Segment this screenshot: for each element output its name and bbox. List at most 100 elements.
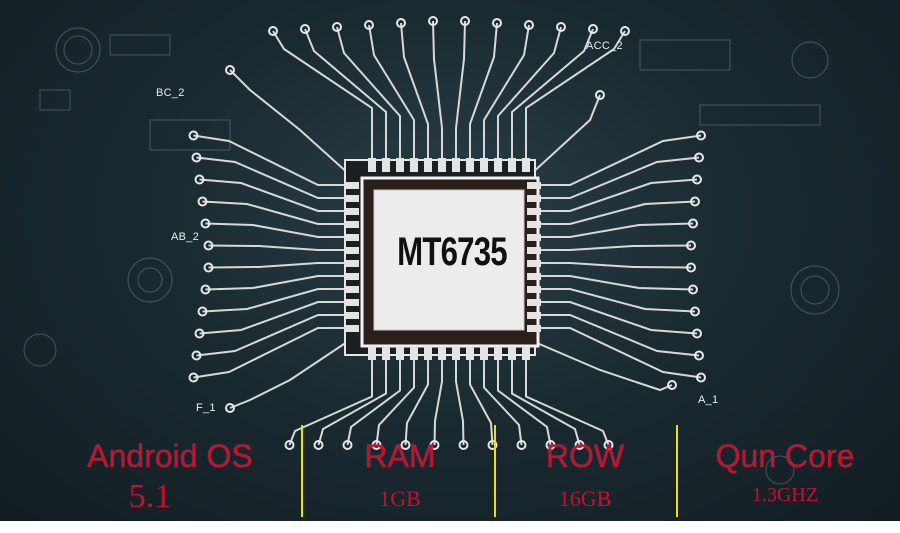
trace-pad [342,440,353,450]
divider-3 [676,425,678,517]
chip-pin [480,346,488,360]
chip-pin [345,234,359,241]
circuit-trace [541,200,696,225]
trace-pad [692,328,702,339]
trace-pad [300,24,310,34]
circuit-trace [375,360,415,446]
circuit-trace [511,360,581,446]
circuit-trace [199,301,345,335]
circuit-trace [229,69,351,176]
trace-pad [371,440,382,450]
chip-pin [382,158,390,172]
circuit-trace [483,24,530,158]
chip-pin [345,195,359,202]
trace-pad [686,240,696,251]
spec-android-title: Android OS [87,438,253,474]
trace-pad [284,440,295,450]
circuit-trace [304,28,387,158]
trace-pad [364,20,374,30]
circuit-trace [511,28,594,158]
trace-pad [188,372,199,383]
spec-ram-value: 1GB [379,486,421,511]
chip-pin [527,260,541,267]
spec-core-value: 1.3GHZ [751,484,819,506]
trace-pad [225,65,235,75]
trace-pad [203,262,214,273]
tag-ab-2: AB_2 [171,231,200,243]
trace-pad [574,440,585,450]
chip-pin [527,195,541,202]
circuit-trace [497,360,552,446]
chip-pin [345,221,359,228]
chip-pin [522,158,530,172]
circuit-trace [541,314,700,357]
trace-pad [603,440,614,450]
tag-f-1: F_1 [196,402,216,414]
tag-a-1: A_1 [698,394,719,406]
chip-pin [345,208,359,215]
trace-pad [545,440,556,450]
chip-pin [368,158,376,172]
spec-row-value: 16GB [558,486,612,511]
trace-pad [332,22,342,32]
trace-pad [268,26,278,36]
trace-pad [396,18,406,28]
circuit-trace [541,222,694,238]
chip-pin [345,260,359,267]
spec-row-title: ROW [545,438,625,474]
circuit-trace [208,262,345,269]
circuit-trace [541,134,702,186]
trace-pad [688,284,698,295]
chip-pin [527,299,541,306]
trace-pad [188,130,199,141]
circuit-trace [525,360,610,446]
chip-label: MT6735 [397,230,508,274]
trace-pad [460,16,470,26]
circuit-trace [455,20,466,158]
chip-pin [527,325,541,332]
chip-pin [345,182,359,189]
circuit-trace [346,360,401,446]
trace-pad [458,440,469,450]
chip-pin [494,158,502,172]
circuit-trace [196,314,345,357]
circuit-trace [525,30,626,158]
circuit-trace [483,360,523,446]
chip-pin [382,346,390,360]
circuit-trace [469,22,498,158]
chip-pin [424,346,432,360]
trace-pad [694,350,704,361]
tag-bc-2: BC_2 [156,87,185,99]
trace-pad [400,440,411,450]
circuit-trace [404,360,429,446]
chip-pin [368,346,376,360]
trace-pad [524,20,534,30]
trace-pad [313,440,324,450]
trace-pad [688,218,698,229]
trace-pad [194,174,205,185]
chip-pin [452,346,460,360]
circuit-trace [541,301,698,335]
trace-pad [197,306,208,317]
chip-pin [527,182,541,189]
chip-pin [345,312,359,319]
trace-pad [696,372,706,383]
circuit-trace [433,360,443,446]
chip-pin [452,158,460,172]
trace-pad [428,16,438,26]
chip-pin [480,158,488,172]
trace-pad [203,240,214,251]
chip-pin [396,158,404,172]
chip-pin [527,247,541,254]
circuit-trace [199,178,345,212]
trace-pad [487,440,498,450]
trace-pad [492,18,502,28]
trace-pad [686,262,696,273]
chip-pin [494,346,502,360]
circuit-trace [497,26,562,158]
trace-pad [620,26,630,36]
trace-pad [556,22,566,32]
circuit-trace [541,244,692,251]
